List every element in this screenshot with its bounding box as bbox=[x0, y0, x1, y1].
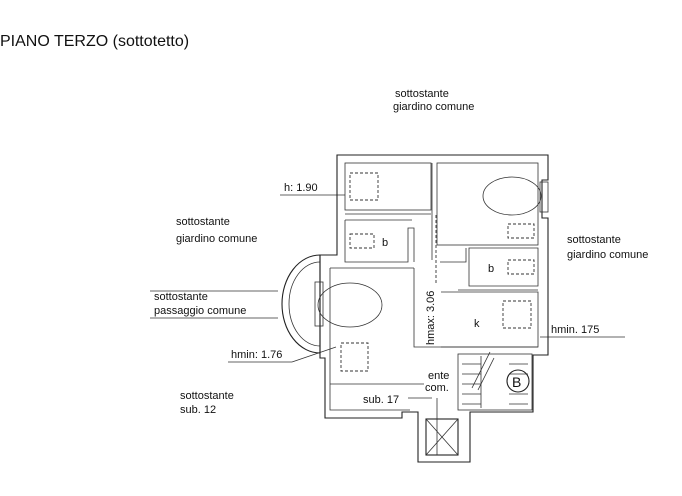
sub12-label-line1: sottostante bbox=[180, 390, 234, 402]
oval-frame-right bbox=[539, 181, 549, 213]
staircase-frame bbox=[457, 353, 533, 411]
skylight-top-left bbox=[349, 172, 379, 201]
hmin-right-label: hmin. 175 bbox=[551, 324, 599, 336]
hmax-label: hmax: 3.06 bbox=[425, 291, 437, 345]
ente-label-line1: ente bbox=[428, 370, 449, 382]
stair-treads bbox=[462, 351, 528, 408]
partition-right-a bbox=[440, 248, 467, 263]
room-bath-right bbox=[468, 247, 539, 287]
skylight-bath-left bbox=[349, 233, 375, 249]
hmin-left-leader-diag bbox=[291, 346, 337, 363]
plan-title: PIANO TERZO (sottotetto) bbox=[0, 33, 189, 50]
room-top-right bbox=[436, 162, 539, 246]
elevator-x-b bbox=[425, 418, 459, 456]
east-label-line2: giardino comune bbox=[567, 249, 648, 261]
skylight-hall bbox=[340, 342, 369, 372]
stair-marker-label: B bbox=[512, 374, 521, 390]
oval-skylight-right bbox=[482, 176, 542, 216]
north-label-line1: sottostante bbox=[395, 88, 449, 100]
ente-label-line2: com. bbox=[425, 382, 449, 394]
skylight-bath-right bbox=[507, 259, 535, 275]
skylight-top-right bbox=[507, 223, 535, 239]
room-bath-left bbox=[344, 219, 415, 263]
north-label-line2: giardino comune bbox=[393, 101, 474, 113]
bay-window-outer bbox=[281, 254, 321, 354]
bay-window-frame bbox=[314, 281, 324, 327]
room-kitchen bbox=[441, 291, 539, 348]
east-label-line1: sottostante bbox=[567, 234, 621, 246]
passage-label-line1: sottostante bbox=[154, 291, 208, 303]
sub12-label-line2: sub. 12 bbox=[180, 404, 216, 416]
west-label-line2: giardino comune bbox=[176, 233, 257, 245]
elevator-shaft bbox=[425, 418, 459, 456]
skylight-kitchen bbox=[502, 300, 532, 329]
room-label-kitchen: k bbox=[474, 318, 480, 330]
hmin-left-label: hmin: 1.76 bbox=[231, 349, 282, 361]
oval-skylight-left bbox=[317, 282, 383, 328]
room-top-left bbox=[344, 162, 432, 211]
west-label-line1: sottostante bbox=[176, 216, 230, 228]
room-label-bath-left: b bbox=[382, 237, 388, 249]
sub17-label: sub. 17 bbox=[363, 394, 399, 406]
passage-label-line2: passaggio comune bbox=[154, 305, 246, 317]
building-outline bbox=[319, 154, 549, 463]
bay-window-inner bbox=[288, 261, 321, 347]
height-top-label: h: 1.90 bbox=[284, 182, 318, 194]
room-label-bath-right: b bbox=[488, 263, 494, 275]
stair-marker-circle bbox=[506, 369, 530, 393]
